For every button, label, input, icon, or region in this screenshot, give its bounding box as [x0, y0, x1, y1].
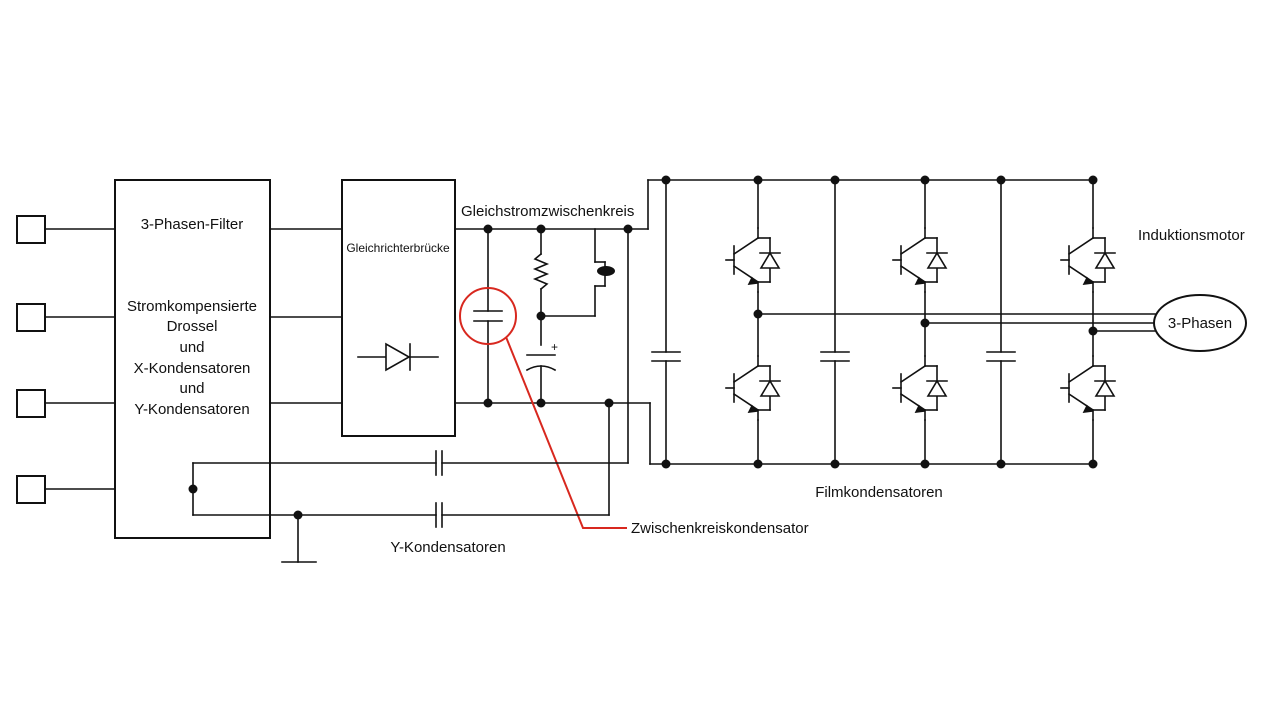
resistor-icon [532, 228, 550, 346]
igbt-high-3-icon [1060, 227, 1116, 293]
film-capacitor-icon-3 [986, 179, 1016, 465]
motor-title: Induktionsmotor [1138, 227, 1245, 244]
terminal-3 [16, 389, 46, 418]
igbt-low-2-icon [892, 355, 948, 421]
igbt-low-1-icon [725, 355, 781, 421]
relay-icon [540, 228, 615, 317]
ground-icon [281, 514, 317, 563]
film-capacitor-icon-1 [651, 179, 681, 465]
rectifier-label: Gleichrichterbrücke [346, 241, 450, 255]
rectifier-block [341, 179, 456, 437]
highlight-leader [505, 336, 627, 529]
film-capacitor-icon-2 [820, 179, 850, 465]
filter-line-4: X-Kondensatoren [134, 360, 251, 377]
polarized-capacitor-icon: + [525, 340, 558, 404]
y-capacitor-icon-2 [435, 502, 443, 528]
filter-line-5: und [179, 380, 204, 397]
film-caps-label: Filmkondensatoren [815, 484, 943, 501]
filter-line-1: Stromkompensierte [127, 298, 257, 315]
filter-line-2: Drossel [167, 318, 218, 335]
dc-link-capacitor-icon [473, 228, 503, 404]
motor-ellipse [1153, 294, 1247, 352]
diode-icon [357, 342, 439, 372]
terminal-2 [16, 303, 46, 332]
dc-link-label: Gleichstromzwischenkreis [461, 203, 634, 220]
highlight-circle [459, 287, 517, 345]
motor-label: 3-Phasen [1168, 315, 1232, 332]
terminal-pe [16, 475, 46, 504]
igbt-high-2-icon [892, 227, 948, 293]
y-capacitor-icon-1 [435, 450, 443, 476]
filter-title: 3-Phasen-Filter [141, 216, 244, 233]
filter-line-3: und [179, 339, 204, 356]
igbt-low-3-icon [1060, 355, 1116, 421]
plus-sign: + [551, 340, 558, 354]
igbt-layer [725, 179, 1116, 465]
filter-line-6: Y-Kondensatoren [134, 401, 249, 418]
terminal-1 [16, 215, 46, 244]
y-caps-label: Y-Kondensatoren [390, 539, 505, 556]
input-terminals [16, 215, 194, 504]
igbt-high-1-icon [725, 227, 781, 293]
junction-dots [188, 175, 1098, 520]
dc-link-cap-label: Zwischenkreiskondensator [631, 520, 809, 537]
